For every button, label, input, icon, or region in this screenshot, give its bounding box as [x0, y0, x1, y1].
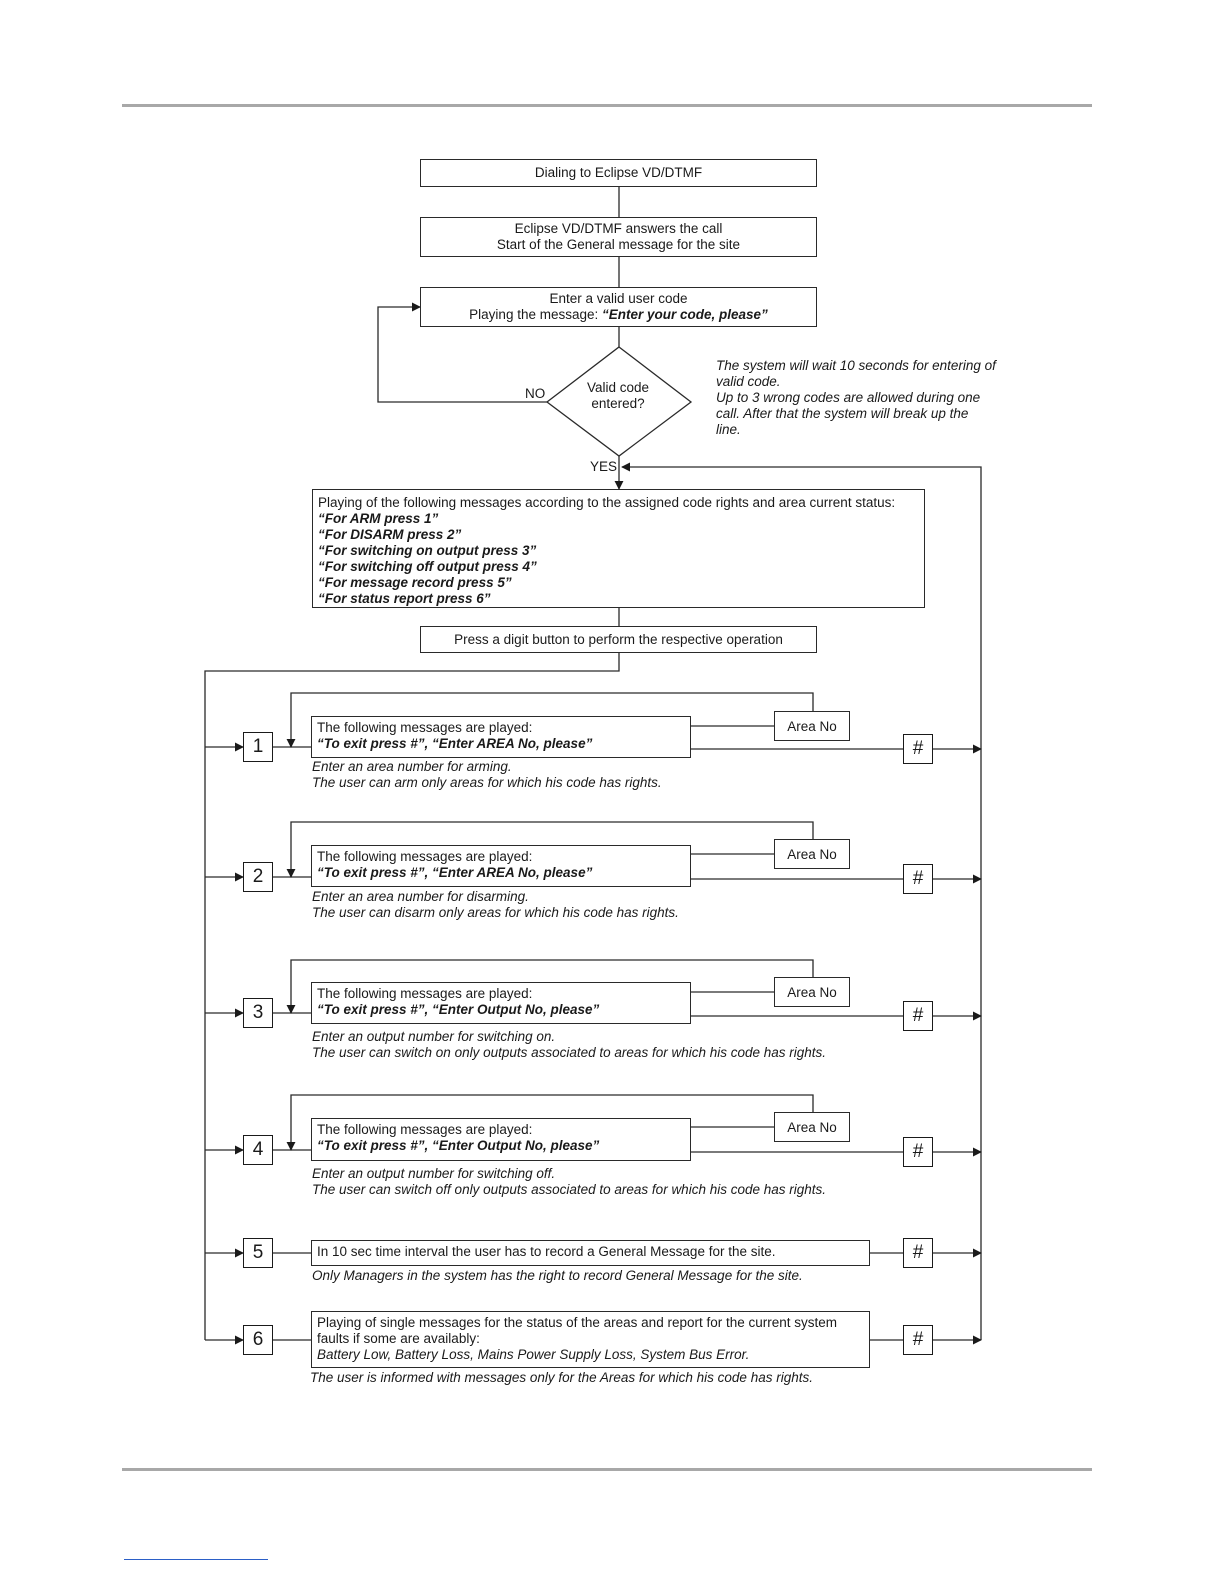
menu-item-3: “For switching on output press 3”: [318, 543, 537, 558]
branch-2-message-box: The following messages are played: “To e…: [311, 845, 691, 887]
branch-2-note: Enter an area number for disarming. The …: [312, 889, 679, 920]
branch-5-message-box: In 10 sec time interval the user has to …: [311, 1240, 870, 1266]
branch-3-message-box: The following messages are played: “To e…: [311, 982, 691, 1024]
decision-text-1: Valid code: [586, 380, 650, 395]
branch-4-note: Enter an output number for switching off…: [312, 1166, 827, 1197]
branch-5-note: Only Managers in the system has the righ…: [312, 1268, 803, 1283]
decision-valid-code: Valid code entered?: [578, 380, 658, 412]
branch-3-note: Enter an output number for switching on.…: [312, 1029, 827, 1060]
digit-5-box: 5: [243, 1238, 273, 1268]
hash-4-box: #: [903, 1137, 933, 1167]
hash-6-box: #: [903, 1325, 933, 1355]
menu-item-6: “For status report press 6”: [318, 591, 491, 606]
yes-label: YES: [590, 459, 618, 474]
header-rule: [122, 104, 1092, 107]
branch-1-message-box: The following messages are played: “To e…: [311, 716, 691, 758]
wait-note: The system will wait 10 seconds for ente…: [716, 358, 996, 437]
area-no-3-box: Area No: [774, 977, 850, 1007]
dialing-box: Dialing to Eclipse VD/DTMF: [420, 159, 817, 187]
enter-code-text-2: Playing the message: “Enter your code, p…: [469, 307, 768, 322]
digit-6-box: 6: [243, 1325, 273, 1355]
menu-item-4: “For switching off output press 4”: [318, 559, 537, 574]
branch-4-message-box: The following messages are played: “To e…: [311, 1118, 691, 1161]
area-no-1-box: Area No: [774, 711, 850, 741]
branch-6-message-box: Playing of single messages for the statu…: [311, 1311, 870, 1368]
dialing-text: Dialing to Eclipse VD/DTMF: [534, 165, 703, 180]
area-no-2-box: Area No: [774, 839, 850, 869]
branch-1-note: Enter an area number for arming. The use…: [312, 759, 662, 790]
menu-item-2: “For DISARM press 2”: [318, 527, 462, 542]
footer-rule: [122, 1468, 1092, 1471]
hash-2-box: #: [903, 864, 933, 894]
press-digit-text: Press a digit button to perform the resp…: [454, 631, 783, 647]
enter-code-text-1: Enter a valid user code: [549, 291, 688, 306]
digit-4-box: 4: [243, 1135, 273, 1165]
menu-item-1: “For ARM press 1”: [318, 511, 439, 526]
menu-item-5: “For message record press 5”: [318, 575, 512, 590]
decision-text-2: entered?: [591, 396, 645, 411]
digit-3-box: 3: [243, 998, 273, 1028]
press-digit-box: Press a digit button to perform the resp…: [420, 626, 817, 653]
area-no-4-box: Area No: [774, 1112, 850, 1142]
answer-text-2: Start of the General message for the sit…: [496, 237, 741, 252]
digit-2-box: 2: [243, 862, 273, 892]
answer-box: Eclipse VD/DTMF answers the call Start o…: [420, 217, 817, 257]
hash-1-box: #: [903, 734, 933, 764]
menu-box: Playing of the following messages accord…: [312, 489, 925, 608]
enter-code-box: Enter a valid user code Playing the mess…: [420, 287, 817, 327]
no-label: NO: [525, 386, 546, 401]
footer-link-underline: [124, 1559, 268, 1560]
digit-1-box: 1: [243, 732, 273, 762]
answer-text-1: Eclipse VD/DTMF answers the call: [514, 221, 723, 236]
hash-3-box: #: [903, 1001, 933, 1031]
branch-6-note: The user is informed with messages only …: [310, 1370, 813, 1385]
hash-5-box: #: [903, 1238, 933, 1268]
menu-header: Playing of the following messages accord…: [318, 495, 896, 510]
